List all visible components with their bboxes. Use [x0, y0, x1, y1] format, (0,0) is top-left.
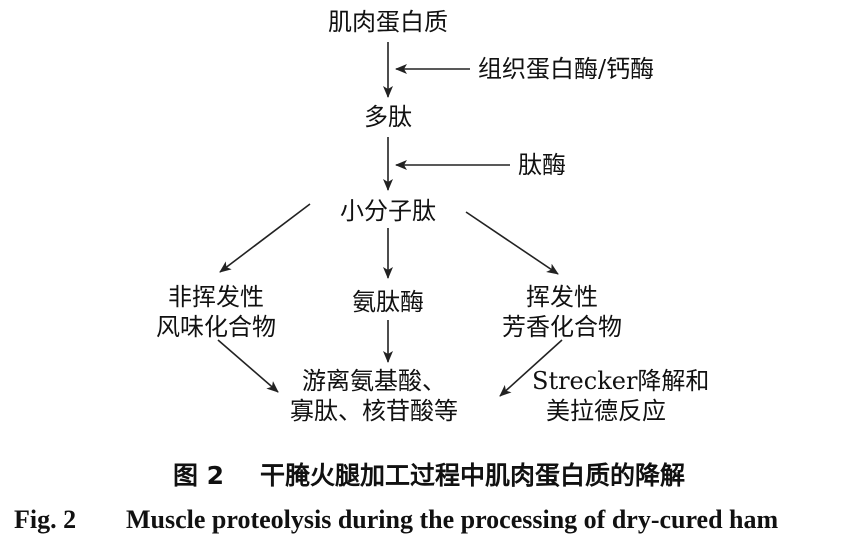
- node-strecker-line-1: Strecker降解和: [532, 367, 710, 395]
- caption-english-number: Fig. 2: [14, 505, 77, 534]
- node-products: 游离氨基酸、 寡肽、核苷酸等: [290, 366, 458, 426]
- node-volatile-line-1: 挥发性: [526, 283, 598, 311]
- node-products-line-2: 寡肽、核苷酸等: [290, 397, 458, 425]
- caption-chinese: 图 2 干腌火腿加工过程中肌肉蛋白质的降解: [0, 460, 858, 492]
- arrow-nonvolatile-to-products: [217, 339, 279, 393]
- caption-chinese-number: 图 2: [172, 461, 225, 490]
- node-volatile-aroma: 挥发性 芳香化合物: [502, 282, 622, 342]
- caption-english: Fig. 2 Muscle proteolysis during the proc…: [14, 504, 778, 536]
- node-strecker-line-2: 美拉德反应: [546, 397, 666, 425]
- node-enzyme-cathepsin-calpain: 组织蛋白酶/钙酶: [478, 54, 654, 84]
- node-enzyme-peptidase: 肽酶: [518, 150, 566, 180]
- node-polypeptide: 多肽: [364, 102, 412, 132]
- node-nonvolatile-line-2: 风味化合物: [156, 313, 276, 341]
- node-enzyme-cathepsin-calpain-text: 组织蛋白酶/钙酶: [478, 55, 655, 83]
- node-nonvolatile-line-1: 非挥发性: [168, 283, 264, 311]
- node-aminopeptidase-text: 氨肽酶: [352, 288, 424, 316]
- node-products-line-1: 游离氨基酸、: [302, 367, 446, 395]
- node-small-peptide-text: 小分子肽: [340, 197, 436, 225]
- node-aminopeptidase: 氨肽酶: [352, 287, 424, 317]
- arrow-to-volatile: [465, 211, 559, 275]
- caption-chinese-title: 干腌火腿加工过程中肌肉蛋白质的降解: [260, 461, 686, 490]
- node-muscle-protein-text: 肌肉蛋白质: [328, 8, 448, 36]
- arrow-to-nonvolatile: [219, 203, 311, 273]
- arrow-volatile-to-products: [499, 339, 563, 397]
- node-muscle-protein: 肌肉蛋白质: [328, 7, 448, 37]
- node-polypeptide-text: 多肽: [364, 103, 412, 131]
- node-strecker-maillard: Strecker降解和 美拉德反应: [532, 366, 709, 426]
- node-nonvolatile-flavor: 非挥发性 风味化合物: [156, 282, 276, 342]
- caption-english-title: Muscle proteolysis during the processing…: [126, 505, 779, 534]
- node-enzyme-peptidase-text: 肽酶: [518, 151, 566, 179]
- node-volatile-line-2: 芳香化合物: [502, 313, 622, 341]
- node-small-peptide: 小分子肽: [340, 196, 436, 226]
